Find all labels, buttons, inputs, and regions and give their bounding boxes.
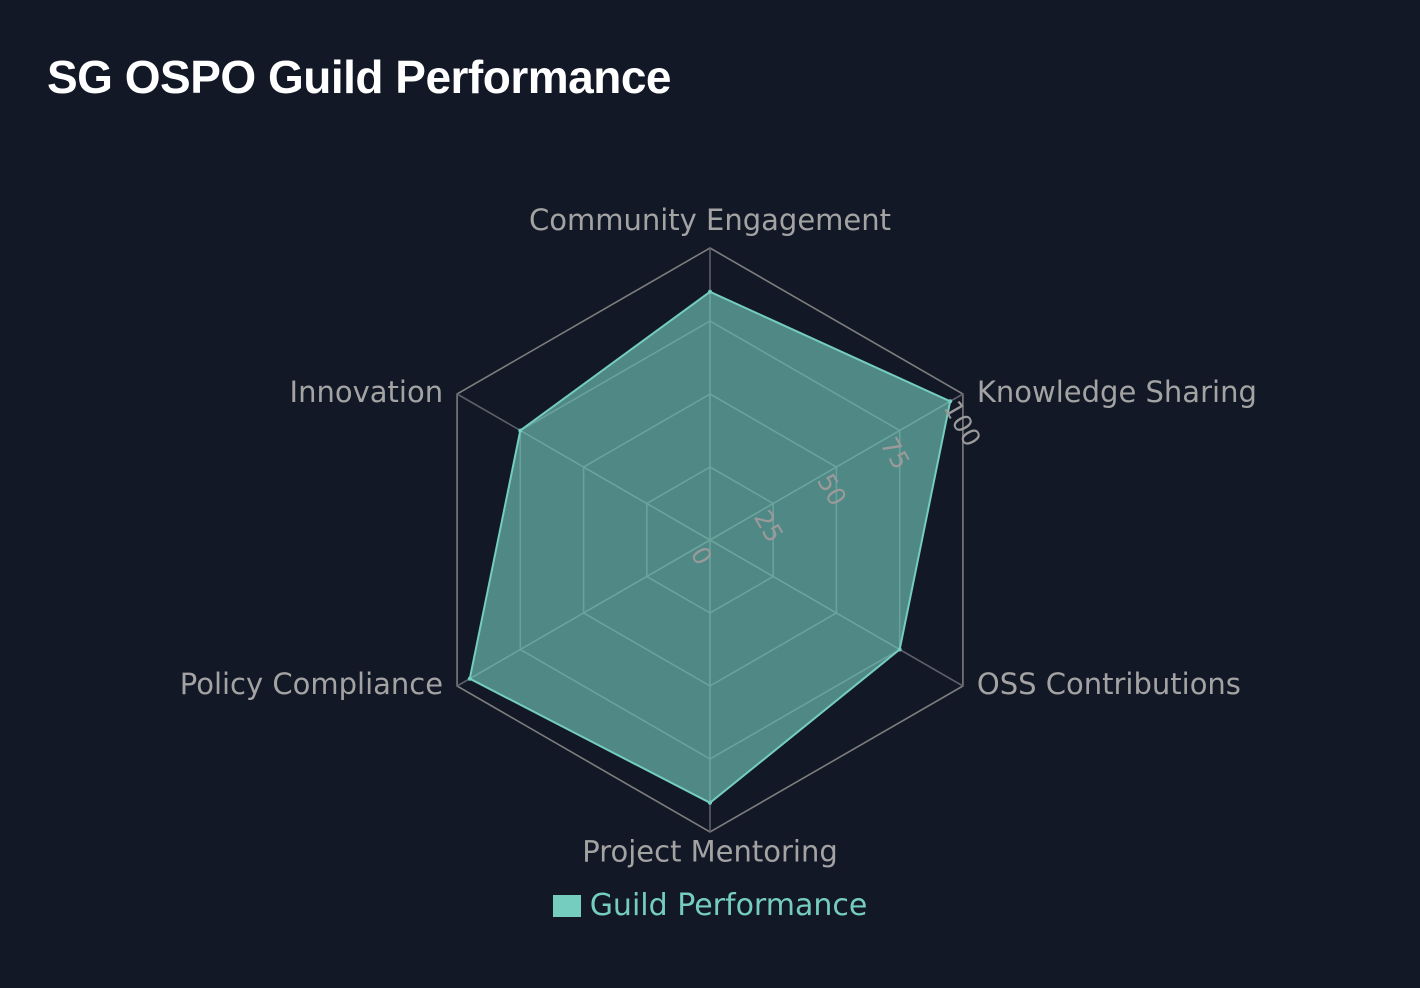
data-point xyxy=(897,647,902,652)
data-point xyxy=(708,289,712,294)
radar-series-layer xyxy=(467,289,953,805)
data-point xyxy=(518,428,523,433)
axis-label: Project Mentoring xyxy=(582,835,838,869)
axis-label: Innovation xyxy=(290,375,444,409)
legend: Guild Performance xyxy=(0,888,1420,923)
page-title: SG OSPO Guild Performance xyxy=(47,51,672,103)
legend-swatch xyxy=(552,894,581,917)
legend-item[interactable]: Guild Performance xyxy=(552,888,868,923)
data-point xyxy=(467,676,472,681)
legend-label: Guild Performance xyxy=(589,888,868,923)
axis-label: Community Engagement xyxy=(529,203,891,237)
axis-label: Policy Compliance xyxy=(180,667,443,701)
data-point xyxy=(708,800,712,805)
axis-label: OSS Contributions xyxy=(977,667,1241,701)
axis-label: Knowledge Sharing xyxy=(977,375,1257,409)
data-point xyxy=(948,399,953,404)
